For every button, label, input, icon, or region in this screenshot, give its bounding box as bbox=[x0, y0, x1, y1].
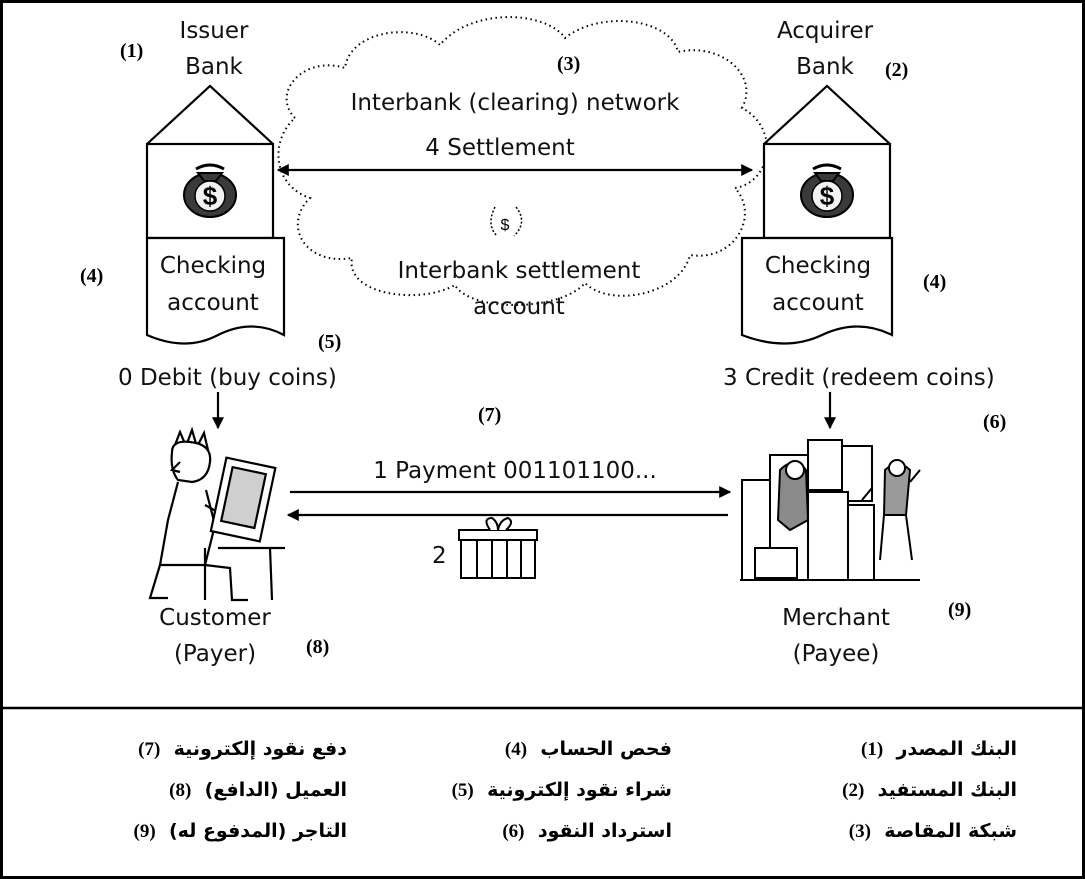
legend-text: دفع نقود إلكترونية bbox=[173, 738, 347, 760]
legend-item-4: فحص الحساب (4) bbox=[504, 738, 672, 760]
legend-text: شبكة المقاصة bbox=[884, 820, 1017, 842]
issuer-title-line1: Issuer bbox=[179, 18, 249, 44]
debit-label: 0 Debit (buy coins) bbox=[118, 365, 337, 391]
debit-number: (5) bbox=[318, 331, 342, 353]
acquirer-account-line1: Checking bbox=[764, 253, 872, 279]
legend-number: (9) bbox=[133, 821, 156, 842]
goods-label: 2 bbox=[432, 543, 447, 569]
merchant-store-icon bbox=[740, 439, 921, 581]
legend-number: (6) bbox=[502, 821, 525, 842]
legend-number: (1) bbox=[861, 739, 884, 760]
legend-item-9: التاجر (المدفوع له) (9) bbox=[133, 820, 348, 842]
legend-text: البنك المصدر bbox=[896, 738, 1018, 760]
legend-item-6: استرداد النقود (6) bbox=[502, 820, 672, 842]
network-number: (3) bbox=[557, 53, 581, 75]
settlement-label: 4 Settlement bbox=[425, 135, 575, 161]
customer-number: (8) bbox=[306, 636, 330, 658]
interbank-cloud bbox=[277, 16, 768, 306]
customer-line1: Customer bbox=[159, 605, 271, 631]
credit-number: (6) bbox=[983, 411, 1007, 433]
gift-box-icon bbox=[458, 516, 538, 579]
acquirer-account-doc bbox=[740, 236, 894, 345]
customer-line2: (Payer) bbox=[173, 641, 257, 667]
coin-icon: $ bbox=[490, 206, 523, 237]
legend-number: (5) bbox=[451, 780, 474, 801]
credit-label: 3 Credit (redeem coins) bbox=[723, 365, 995, 391]
legend-text: العميل (الدافع) bbox=[204, 779, 347, 801]
merchant-line2: (Payee) bbox=[792, 641, 880, 667]
legend-text: فحص الحساب bbox=[540, 738, 672, 760]
legend-item-2: البنك المستفيد (2) bbox=[842, 779, 1017, 801]
legend-text: شراء نقود إلكترونية bbox=[487, 779, 672, 801]
acquirer-number: (2) bbox=[885, 59, 909, 81]
payment-number: (7) bbox=[478, 404, 502, 426]
legend-number: (8) bbox=[169, 780, 192, 801]
issuer-account-line1: Checking bbox=[159, 253, 267, 279]
issuer-account-doc bbox=[145, 236, 286, 345]
svg-text:$: $ bbox=[501, 217, 510, 234]
legend-number: (7) bbox=[138, 739, 161, 760]
merchant-number: (9) bbox=[948, 599, 972, 621]
issuer-title-line2: Bank bbox=[185, 54, 243, 80]
legend-item-3: شبكة المقاصة (3) bbox=[848, 820, 1017, 842]
legend-number: (2) bbox=[842, 780, 865, 801]
customer-at-computer-icon bbox=[148, 426, 285, 602]
acquirer-account-number: (4) bbox=[923, 271, 947, 293]
network-label: Interbank (clearing) network bbox=[350, 90, 680, 116]
legend-item-8: العميل (الدافع) (8) bbox=[169, 779, 347, 801]
issuer-account-number: (4) bbox=[80, 265, 104, 287]
legend-item-1: البنك المصدر (1) bbox=[861, 738, 1018, 760]
settlement-account-line2: account bbox=[473, 294, 565, 320]
legend-text: التاجر (المدفوع له) bbox=[169, 820, 347, 842]
merchant-line1: Merchant bbox=[782, 605, 890, 631]
payment-label: 1 Payment 001101100... bbox=[373, 458, 657, 484]
settlement-account-line1: Interbank settlement bbox=[397, 258, 641, 284]
legend-item-7: دفع نقود إلكترونية (7) bbox=[138, 738, 347, 760]
legend-number: (4) bbox=[504, 739, 528, 760]
acquirer-title-line2: Bank bbox=[796, 54, 854, 80]
acquirer-title-line1: Acquirer bbox=[776, 18, 874, 44]
issuer-number: (1) bbox=[120, 40, 144, 62]
legend-item-5: شراء نقود إلكترونية (5) bbox=[451, 779, 672, 801]
legend-text: البنك المستفيد bbox=[877, 779, 1017, 801]
issuer-account-line2: account bbox=[167, 290, 259, 316]
acquirer-bank-building bbox=[762, 84, 892, 240]
legend-text: استرداد النقود bbox=[537, 820, 672, 842]
issuer-bank-building bbox=[145, 84, 275, 240]
legend-number: (3) bbox=[848, 821, 871, 842]
acquirer-account-line2: account bbox=[772, 290, 864, 316]
